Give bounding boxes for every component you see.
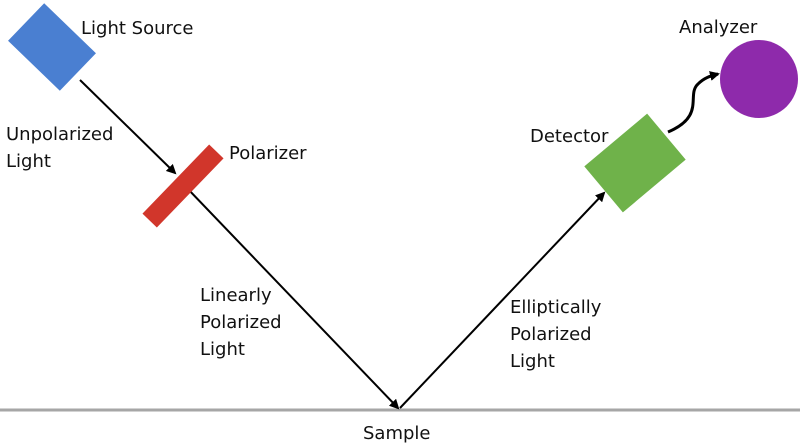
linear-line-2: Polarized (200, 312, 282, 333)
elliptical-line-1: Elliptically (510, 297, 602, 318)
unpolarized-line-2: Light (6, 151, 51, 172)
elliptically-polarized-beam-arrow (399, 191, 606, 409)
linearly-polarized-light-label: Linearly Polarized Light (200, 282, 282, 363)
linear-line-3: Light (200, 339, 245, 360)
analyzer-label: Analyzer (679, 17, 758, 38)
elliptical-line-3: Light (510, 351, 555, 372)
sample-label: Sample (363, 423, 431, 444)
detector-to-analyzer-arrow (667, 71, 720, 134)
light-source-label: Light Source (81, 18, 194, 39)
linear-line-1: Linearly (200, 285, 272, 306)
analyzer-icon (720, 40, 798, 118)
polarizer-label: Polarizer (229, 143, 307, 164)
light-source-icon (8, 3, 96, 91)
detector-label: Detector (530, 126, 609, 147)
linearly-polarized-beam-arrow (185, 186, 400, 410)
polarizer-icon (142, 144, 224, 228)
unpolarized-beam-arrow (79, 79, 177, 175)
elliptical-line-2: Polarized (510, 324, 592, 345)
detector-icon (584, 113, 686, 213)
unpolarized-light-label: Unpolarized Light (6, 121, 113, 175)
unpolarized-line-1: Unpolarized (6, 124, 114, 145)
elliptically-polarized-light-label: Elliptically Polarized Light (510, 294, 601, 375)
